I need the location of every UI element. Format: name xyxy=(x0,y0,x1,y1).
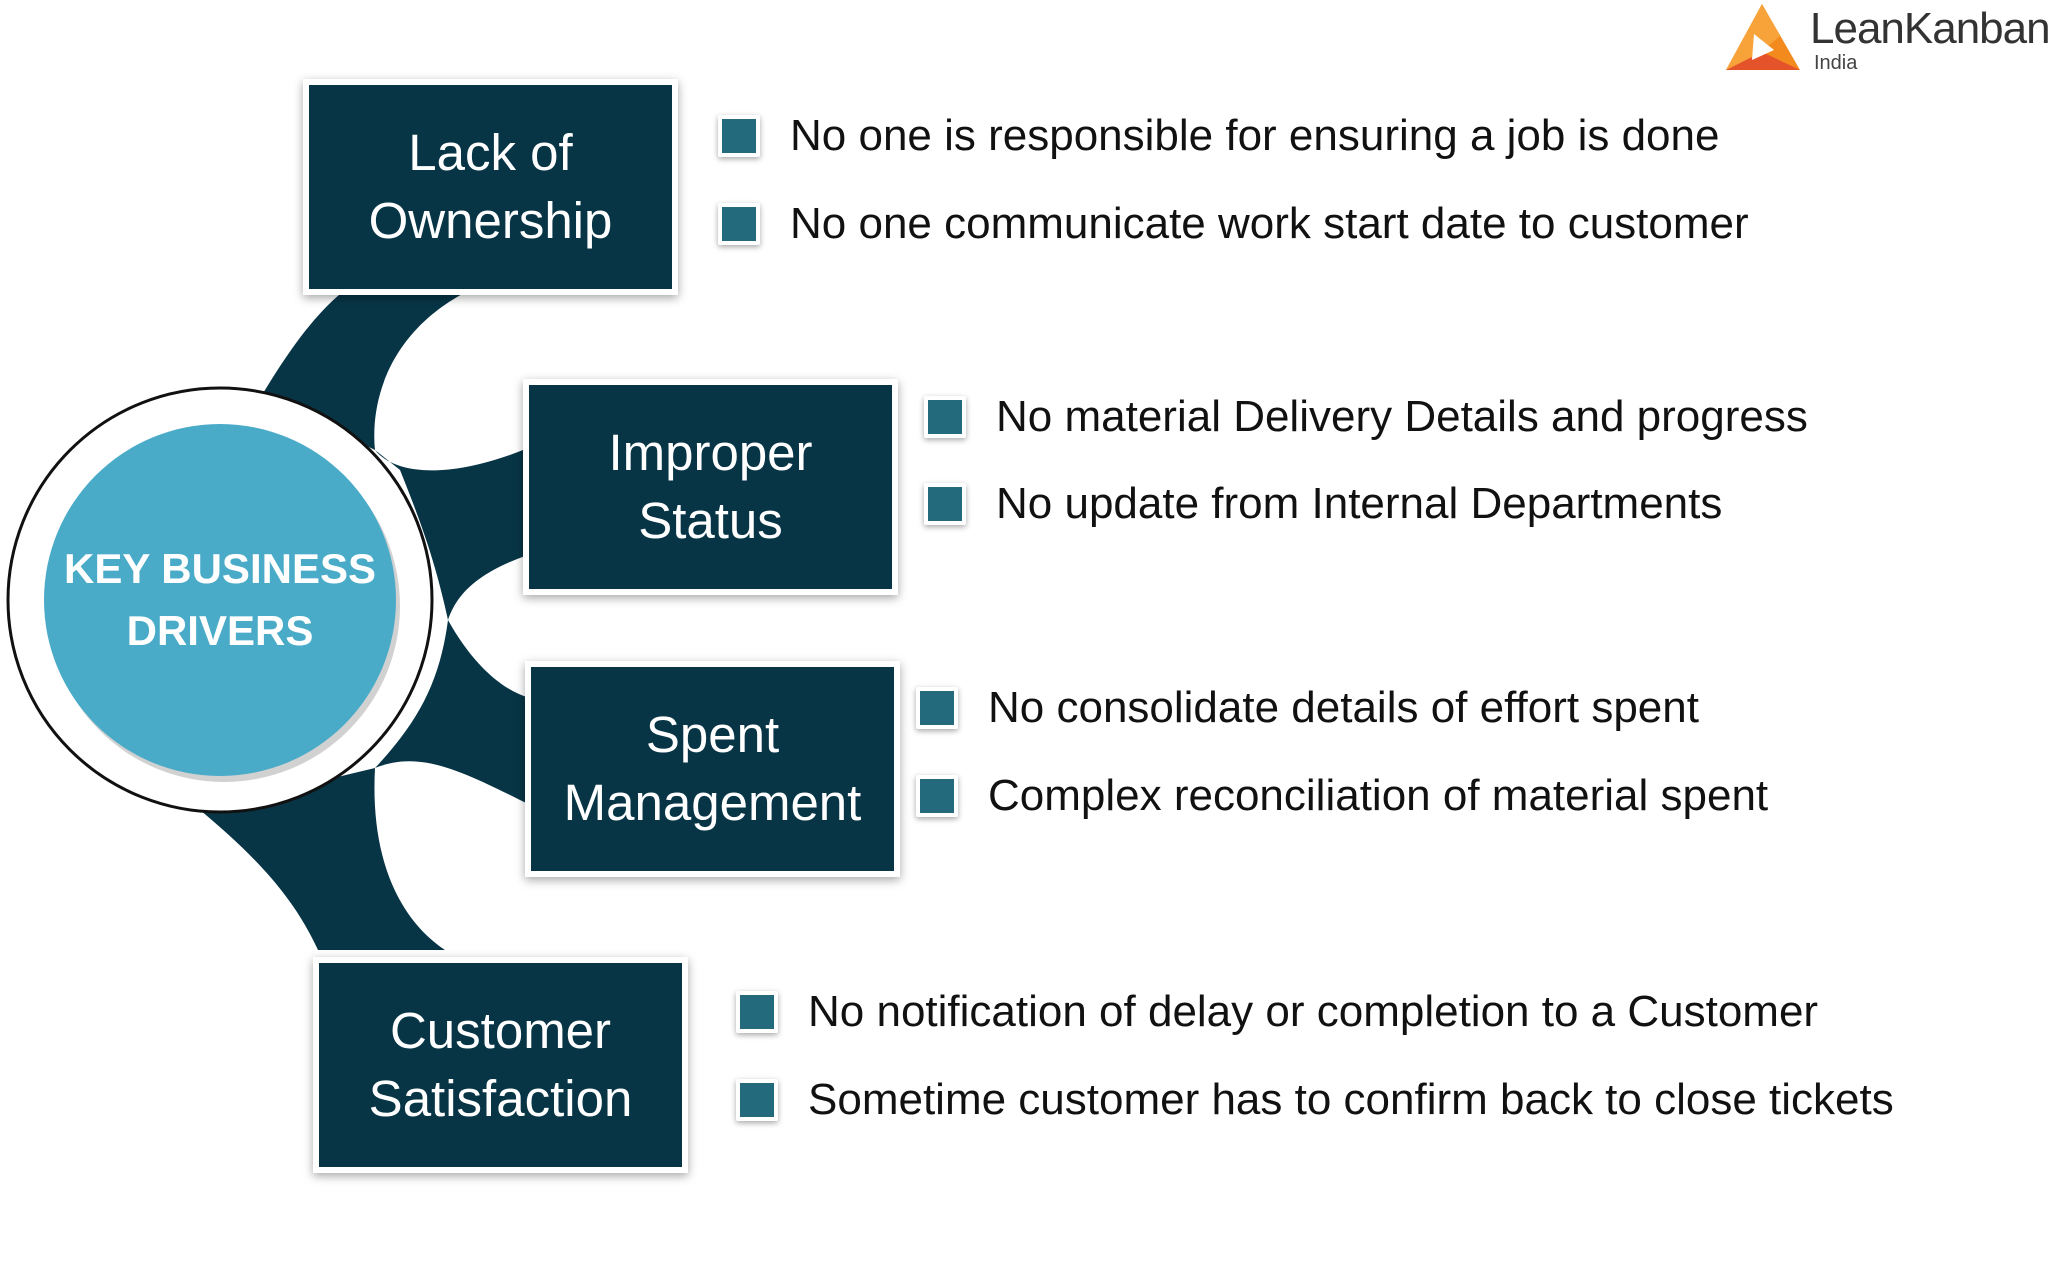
hub-label: KEY BUSINESS DRIVERS xyxy=(64,545,376,654)
bullet-text: Sometime customer has to confirm back to… xyxy=(808,1075,1894,1124)
driver-title: Spent Management xyxy=(563,706,862,831)
driver-box-customer: Customer Satisfaction xyxy=(313,957,688,1173)
brand-logo: LeanKanban India xyxy=(1722,0,2048,80)
driver-title: Improper Status xyxy=(608,424,813,549)
bullet-square-icon xyxy=(924,396,966,438)
bullet-square-icon xyxy=(736,991,778,1033)
bullet-text: No material Delivery Details and progres… xyxy=(996,392,1808,441)
bullet-square-icon xyxy=(718,115,760,157)
bullet-text: No notification of delay or completion t… xyxy=(808,987,1819,1036)
bullet-item: No notification of delay or completion t… xyxy=(736,982,1818,1042)
bullet-square-icon xyxy=(924,483,966,525)
bullet-item: No consolidate details of effort spent xyxy=(916,678,1699,738)
logo-region: India xyxy=(1814,52,1858,74)
bullet-square-icon xyxy=(916,775,958,817)
bullet-item: No material Delivery Details and progres… xyxy=(924,387,1808,447)
leankanban-logo-icon xyxy=(1726,4,1800,70)
driver-title: Lack of Ownership xyxy=(368,124,613,249)
driver-box-status: Improper Status xyxy=(523,379,898,595)
bullet-item: Sometime customer has to confirm back to… xyxy=(736,1070,1894,1130)
driver-box-ownership: Lack of Ownership xyxy=(303,79,678,295)
hub-circle xyxy=(44,424,396,776)
bullet-text: No one communicate work start date to cu… xyxy=(790,199,1749,248)
bullet-item: Complex reconciliation of material spent xyxy=(916,766,1768,826)
logo-wordmark: LeanKanban xyxy=(1810,4,2048,53)
connector-arm-status xyxy=(375,448,528,620)
bullet-text: No one is responsible for ensuring a job… xyxy=(790,111,1720,160)
connector-arm-spent xyxy=(375,620,530,805)
bullet-square-icon xyxy=(736,1079,778,1121)
bullet-text: No update from Internal Departments xyxy=(996,479,1723,528)
bullet-text: No consolidate details of effort spent xyxy=(988,683,1699,732)
driver-box-spent: Spent Management xyxy=(525,661,900,877)
bullet-item: No update from Internal Departments xyxy=(924,474,1722,534)
bullet-square-icon xyxy=(916,687,958,729)
bullet-item: No one is responsible for ensuring a job… xyxy=(718,106,1719,166)
connector-arm-customer xyxy=(200,768,445,950)
bullet-item: No one communicate work start date to cu… xyxy=(718,194,1749,254)
bullet-square-icon xyxy=(718,203,760,245)
driver-title: Customer Satisfaction xyxy=(368,1002,633,1127)
bullet-text: Complex reconciliation of material spent xyxy=(988,771,1769,820)
